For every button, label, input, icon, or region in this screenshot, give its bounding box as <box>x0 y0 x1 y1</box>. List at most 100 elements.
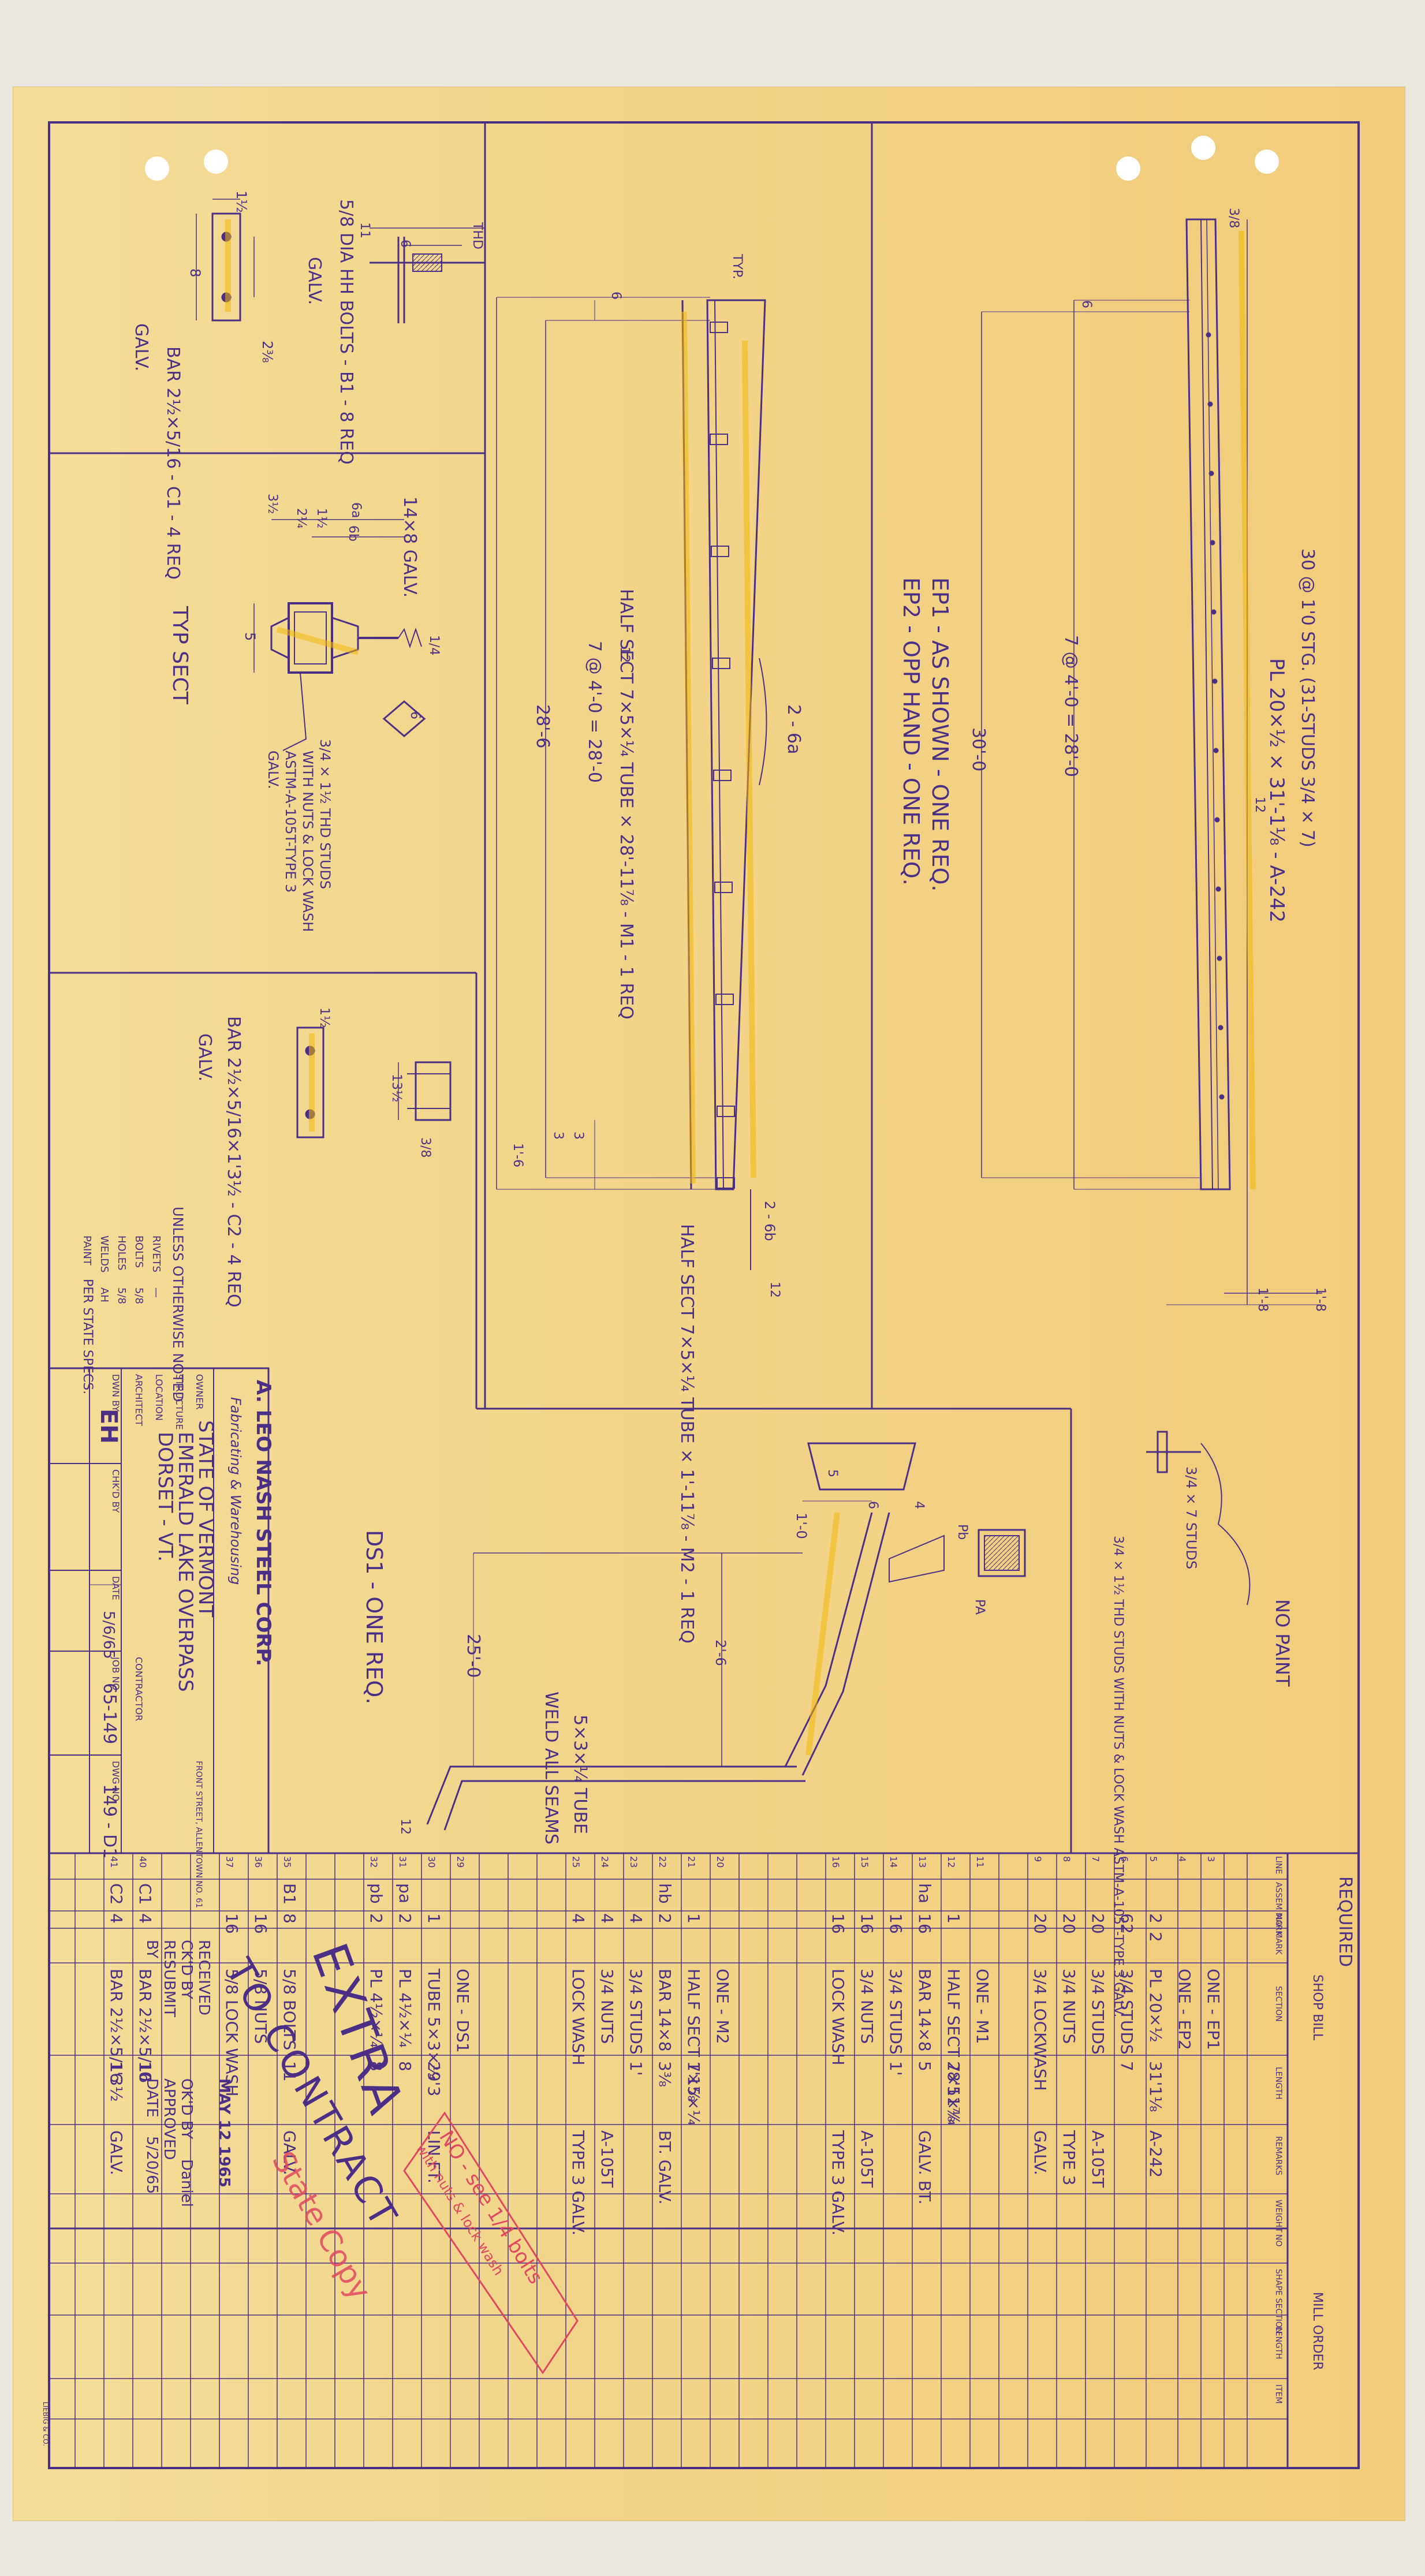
title-block-frame <box>48 1367 270 1854</box>
notes-welds-label: WELDS <box>98 1235 110 1273</box>
bill-mill-order-heading: MILL ORDER <box>1310 2292 1325 2370</box>
structure-label: STRUCTURE <box>174 1374 185 1430</box>
bill-cell-section: HALF SECT 7×5×¼ <box>944 1969 963 2126</box>
b1-callout: 5/8 DIA HH BOLTS - B1 - 8 REQ <box>336 199 356 465</box>
bill-shop-bill-heading: SHOP BILL <box>1310 1974 1325 2041</box>
notes-bolts-value: 5/8 <box>133 1287 145 1304</box>
bill-cell-no: 4 <box>626 1913 646 1924</box>
bill-cell-no: 2 <box>396 1913 415 1924</box>
bill-cell-no: 2 <box>367 1913 386 1924</box>
ep-dim-5: 3/8 <box>1226 208 1241 228</box>
bill-cell-section: ONE - M1 <box>973 1969 992 2044</box>
bill-cell-remarks: BT. GALV. <box>655 2130 674 2205</box>
c1-dim-width: 1½ <box>233 191 249 213</box>
company-address: FRONT STREET, ALLENTOWN NO. 61 <box>194 1761 203 1908</box>
bill-cell-length: 1'1⅞ <box>684 2061 703 2101</box>
bill-cell-no: 16 <box>251 1913 270 1934</box>
bill-cell-remarks: TYPE 3 GALV. <box>829 2130 848 2235</box>
bill-cell-section: BAR 14×8 <box>655 1969 674 2052</box>
bill-cell-remarks: A-105T <box>1088 2130 1107 2188</box>
bill-cell-section: 5/8 BOLTS <box>280 1969 299 2050</box>
okd-by-value: Daniel <box>178 2159 195 2207</box>
bill-cell-section: ONE - DS1 <box>453 1969 472 2053</box>
bill-cell-section: 3/4 STUDS <box>886 1969 905 2055</box>
bill-cell-mark: hb <box>655 1883 674 1904</box>
bill-cell-section: LOCK WASH <box>569 1969 588 2066</box>
bill-cell-no: 4 <box>569 1913 588 1924</box>
ep-overall-dim: 30'-0 <box>968 727 988 771</box>
bill-cell-remarks: GALV. <box>1031 2130 1050 2175</box>
structure-value: EMERALD LAKE OVERPASS <box>174 1432 197 1692</box>
col-section: SECTION <box>1274 1986 1283 2022</box>
job-no-value: 65-149 <box>99 1683 120 1744</box>
bill-cell-no: 16 <box>857 1913 876 1934</box>
m1-callout: HALF SECT 7×5×¼ TUBE × 28'-11⅞ - M1 - 1 … <box>616 589 636 1020</box>
ds1-dim-6: 6 <box>866 1501 880 1509</box>
bill-cell-no: 16 <box>915 1913 934 1934</box>
punch-hole <box>204 150 228 174</box>
bill-required-heading: REQUIRED <box>1335 1876 1355 1967</box>
col-weight: WEIGHT <box>1274 2200 1283 2232</box>
m1-overall-dim: 28'-6 <box>532 704 553 748</box>
bill-cell-remarks: TYPE 3 <box>1060 2130 1079 2186</box>
bill-cell-mark: pa <box>396 1883 415 1903</box>
bill-cell-length: 29'3 <box>424 2061 443 2096</box>
m1-spacing-dim: 7 @ 4'-0 = 28'-0 <box>584 641 605 783</box>
bill-cell-line: 9 <box>1032 1856 1043 1862</box>
typ-sect-dim-5: 6b <box>346 525 360 542</box>
received-date: MAY 12 1965 <box>215 2078 233 2187</box>
bill-cell-no: 2 <box>1146 1913 1165 1924</box>
ds1-pb-label: Pb <box>955 1524 969 1540</box>
ckd-by-label: CK'D BY <box>178 1940 195 1999</box>
notes-rivets-value: — <box>150 1287 162 1298</box>
bill-cell-section: 3/4 STUDS <box>626 1969 646 2055</box>
ep2-title: EP2 - OPP HAND - ONE REQ. <box>898 577 924 886</box>
c1-galv-label: GALV. <box>131 323 151 371</box>
bill-cell-length: 28'11⅞ <box>944 2061 963 2122</box>
col-assem-mark: ASSEM MARK <box>1274 1882 1283 1936</box>
m1-end-dim-2: 3 <box>551 1132 565 1140</box>
ep-plate-callout: PL 20×½ × 31'-1⅛ - A-242 <box>1265 658 1288 923</box>
ds1-height-dim: 2'-6 <box>712 1640 729 1666</box>
bill-column-headers: LINE ASSEM MARK NO MARK SECTION LENGTH R… <box>1274 1856 1283 2404</box>
m2-callout: HALF SECT 7×5×¼ TUBE × 1'-11⅞ - M2 - 1 R… <box>677 1224 697 1644</box>
typ-sect-dim-3: 1½ <box>314 508 329 528</box>
bill-cell-line: 23 <box>628 1856 639 1868</box>
notes-paint-value: PER STATE SPECS. <box>80 1279 95 1394</box>
bill-cell-line: 13 <box>917 1856 928 1868</box>
bill-cell-no: 4 <box>136 1913 155 1924</box>
bill-cell-line: 22 <box>657 1856 668 1868</box>
company-name: A. LEO NASH STEEL CORP. <box>252 1380 275 1666</box>
bill-cell-length: 31'1⅛ <box>1146 2061 1165 2112</box>
ep-dim-1: 6 <box>1079 300 1094 308</box>
okd-by-label: OK'D BY <box>178 2078 195 2139</box>
bill-cell-section: ONE - M2 <box>713 1969 732 2044</box>
c2-dim-width: 1½ <box>317 1007 331 1028</box>
bill-cell-length: 1' <box>626 2061 646 2076</box>
bill-cell-no: 4 <box>107 1913 126 1924</box>
dwg-no-value: 149 - D1 <box>99 1784 120 1858</box>
bill-cell-section: TUBE 5×3×¼ <box>424 1968 443 2080</box>
typ-sect-title: TYP SECT <box>168 606 192 705</box>
bill-cell-mark: ha <box>915 1883 934 1903</box>
ep-dim-3: 1'-8 <box>1313 1287 1327 1312</box>
bill-cell-section: HALF SECT 7×5×¼ <box>684 1969 703 2126</box>
chkd-by-label: CHK'D BY <box>110 1469 121 1513</box>
dwn-by-label: DWN BY <box>110 1374 121 1412</box>
col-mill-length: LENGTH <box>1274 2327 1283 2360</box>
bill-cell-section: ONE - EP1 <box>1204 1969 1223 2050</box>
stud-detail-label: 3/4 × 7 STUDS <box>1183 1466 1199 1569</box>
c2-dim-edge: 3/8 <box>418 1137 432 1158</box>
ds1-pa-label: PA <box>972 1599 987 1615</box>
bill-cell-section: PL 4½×¼ <box>396 1969 415 2048</box>
bill-cell-section: BAR 2½×5/16 <box>107 1969 126 2083</box>
col-remarks: REMARKS <box>1274 2136 1283 2175</box>
bill-cell-no: 16 <box>886 1913 905 1934</box>
m1-end-dim-5: 12 <box>617 647 632 663</box>
bill-cell-line: 4 <box>1177 1856 1188 1862</box>
bill-cell-section: PL 4½×¼ <box>367 1969 386 2048</box>
bill-cell-line: 5 <box>1148 1856 1159 1862</box>
col-length: LENGTH <box>1274 2067 1283 2100</box>
printer-mark: LIEBIG & CO. <box>42 2402 50 2446</box>
